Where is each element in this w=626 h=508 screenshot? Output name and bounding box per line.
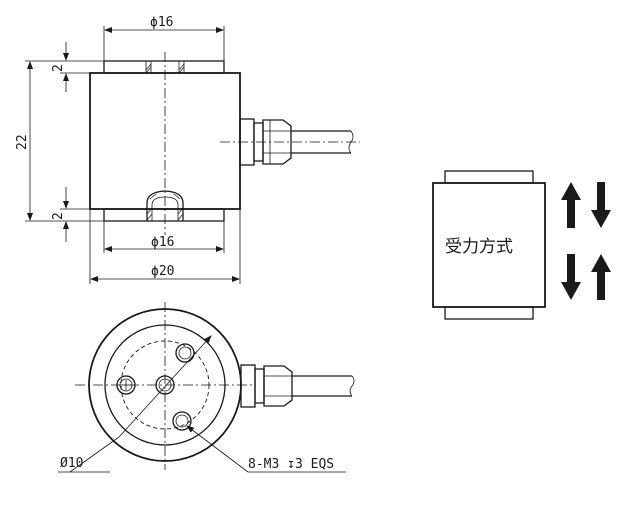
load-panel: 受力方式 <box>432 170 611 320</box>
dim-top-diameter: ϕ16 <box>103 15 225 61</box>
load-panel-top-lip <box>444 170 534 184</box>
bottom-lip <box>103 208 225 222</box>
top-lip <box>103 60 225 74</box>
top-thread-section <box>145 61 185 74</box>
dim-top-diameter-label: ϕ16 <box>150 15 173 30</box>
dim-height: 22 <box>15 60 104 222</box>
cable-gland <box>220 118 360 166</box>
dim-bottom-lip: 2 <box>51 187 90 242</box>
dim-bottom-lip-label: 2 <box>51 212 66 220</box>
dim-top-lip-label: 2 <box>51 64 66 72</box>
cable-gland-top <box>240 364 355 408</box>
front-view: ϕ16 ϕ16 ϕ20 22 2 <box>15 15 360 284</box>
dim-bottom-diameter: ϕ16 <box>103 221 225 253</box>
tension-pair-icon <box>561 254 611 300</box>
compression-pair-icon <box>561 182 611 228</box>
top-view: Ø10 8-M3 ↧3 EQS <box>58 302 355 473</box>
thread-spec-label: 8-M3 ↧3 EQS <box>248 457 334 472</box>
dim-body-diameter-label: ϕ20 <box>151 264 174 279</box>
threaded-holes <box>116 343 195 431</box>
load-method-label: 受力方式 <box>445 237 513 257</box>
bolt-circle-label: Ø10 <box>60 456 83 471</box>
dim-height-label: 22 <box>15 134 30 150</box>
dim-top-lip: 2 <box>51 42 90 92</box>
load-panel-bottom-lip <box>444 306 534 320</box>
dim-bottom-diameter-label: ϕ16 <box>151 235 174 250</box>
dim-thread-spec: 8-M3 ↧3 EQS <box>186 425 346 473</box>
dim-bolt-circle: Ø10 <box>58 335 212 473</box>
dim-body-diameter: ϕ20 <box>89 209 241 284</box>
